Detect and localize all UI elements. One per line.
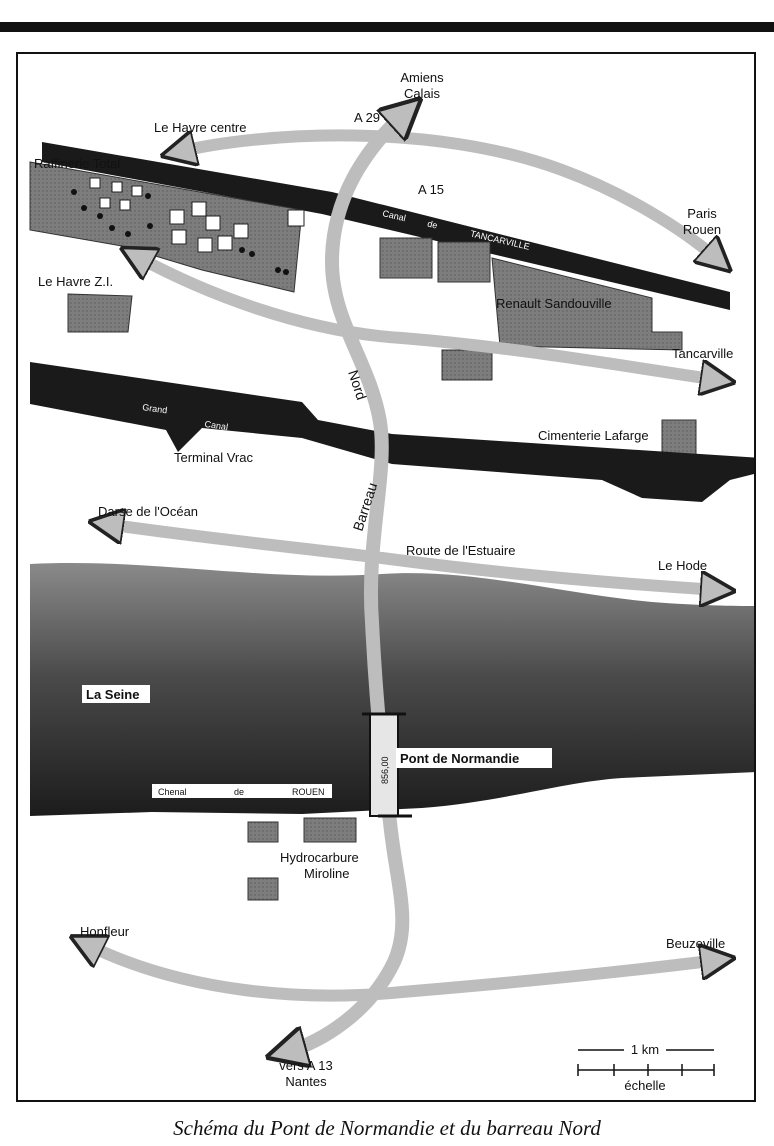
label-miroline: Miroline (304, 866, 350, 881)
label-hydrocarbure: Hydrocarbure (280, 850, 359, 865)
svg-text:de: de (234, 787, 244, 797)
label-beuzeville: Beuzeville (666, 936, 725, 951)
figure-caption: Schéma du Pont de Normandie et du barrea… (173, 1116, 601, 1140)
svg-text:Grand: Grand (142, 402, 168, 415)
label-vers-a13: vers A 13 (279, 1058, 332, 1073)
header-rule (0, 22, 774, 32)
label-le-hode: Le Hode (658, 558, 707, 573)
svg-text:Canal: Canal (204, 419, 229, 432)
label-la-seine: La Seine (86, 687, 139, 702)
label-rouen: Rouen (683, 222, 721, 237)
map-canvas: Amiens Calais A 29 Le Havre centre Raffi… (29, 70, 754, 1093)
svg-text:HAVRE: HAVRE (314, 444, 345, 458)
label-darse: Darse de l'Océan (98, 504, 198, 519)
svg-text:du: du (257, 432, 268, 443)
label-amiens: Amiens (400, 70, 444, 85)
label-le-havre-zi: Le Havre Z.I. (38, 274, 113, 289)
label-a15: A 15 (418, 182, 444, 197)
label-1km: 1 km (631, 1042, 659, 1057)
label-le-havre-centre: Le Havre centre (154, 120, 247, 135)
svg-text:ROUEN: ROUEN (292, 787, 325, 797)
chenal-text: Chenal de ROUEN (152, 784, 332, 798)
label-renault: Renault Sandouville (496, 296, 612, 311)
le-havre-centre-arrow (178, 129, 718, 260)
label-paris: Paris (687, 206, 717, 221)
label-terminal-vrac: Terminal Vrac (174, 450, 253, 465)
label-raffinerie-total: Raffinerie Total (34, 156, 120, 171)
grand-canal-text: Grand Canal du HAVRE (142, 402, 345, 458)
label-echelle: échelle (624, 1078, 665, 1093)
road-arrows (86, 112, 718, 1052)
label-nantes: Nantes (285, 1074, 327, 1089)
label-calais: Calais (404, 86, 441, 101)
svg-text:Chenal: Chenal (158, 787, 187, 797)
label-honfleur: Honfleur (80, 924, 130, 939)
label-cimenterie: Cimenterie Lafarge (538, 428, 649, 443)
barreau-nord-road (286, 112, 406, 1052)
label-route-estuaire: Route de l'Estuaire (406, 543, 515, 558)
label-pont-span: 856,00 (380, 756, 390, 784)
map-frame: Amiens Calais A 29 Le Havre centre Raffi… (16, 52, 756, 1102)
label-tancarville: Tancarville (672, 346, 733, 361)
svg-text:de: de (426, 219, 438, 231)
label-a29: A 29 (354, 110, 380, 125)
label-pont-de-normandie: Pont de Normandie (400, 751, 519, 766)
